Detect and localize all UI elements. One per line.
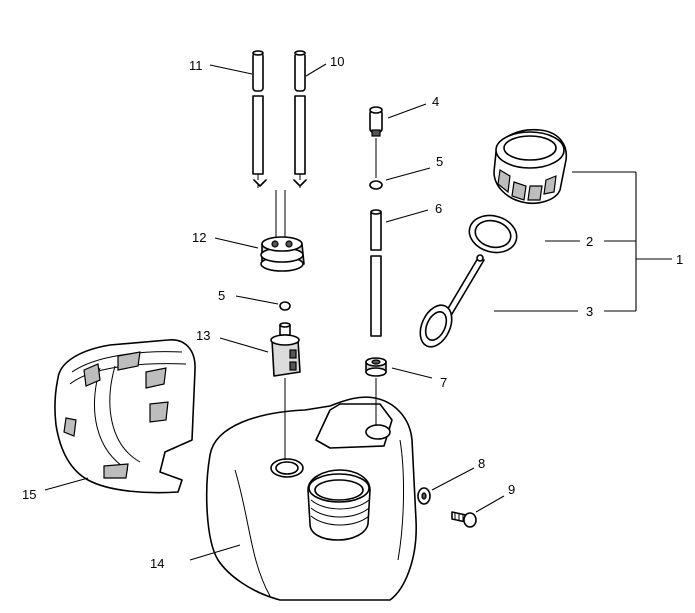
callout-1: 1	[676, 252, 683, 267]
line-break-mark	[253, 179, 307, 187]
callout-13: 13	[196, 328, 210, 343]
callout-7: 7	[440, 375, 447, 390]
part-14-fuel-tank: 14	[150, 396, 417, 601]
callout-14: 14	[150, 556, 164, 571]
part-3-retainer: 3	[419, 254, 636, 348]
callout-5-right: 5	[436, 154, 443, 169]
callout-6: 6	[435, 201, 442, 216]
part-11-fuel-line: 11	[189, 50, 264, 188]
part-9-screw: 9	[451, 482, 515, 528]
callout-15: 15	[22, 487, 36, 502]
callout-2: 2	[586, 234, 593, 249]
part-15-cover: 15	[22, 339, 196, 502]
part-12-grommet: 12	[192, 230, 305, 272]
callout-4: 4	[432, 94, 439, 109]
part-13-fuel-filter: 13	[196, 322, 301, 377]
part-1-cap-assembly: 1	[493, 128, 683, 311]
part-2-gasket: 2	[468, 214, 636, 254]
callout-10: 10	[330, 54, 344, 69]
callout-9: 9	[508, 482, 515, 497]
part-5-oring-left: 5	[218, 288, 291, 311]
part-7-grommet: 7	[365, 357, 447, 390]
part-4-vent: 4	[369, 94, 439, 137]
part-6-vent-tube: 6	[370, 201, 442, 337]
callout-11: 11	[189, 58, 203, 73]
part-8-washer: 8	[417, 456, 485, 505]
callout-12: 12	[192, 230, 206, 245]
callout-5-left: 5	[218, 288, 225, 303]
part-5-oring-right: 5	[369, 154, 443, 190]
part-10-fuel-line: 10	[294, 50, 344, 188]
callout-8: 8	[478, 456, 485, 471]
callout-3: 3	[586, 304, 593, 319]
